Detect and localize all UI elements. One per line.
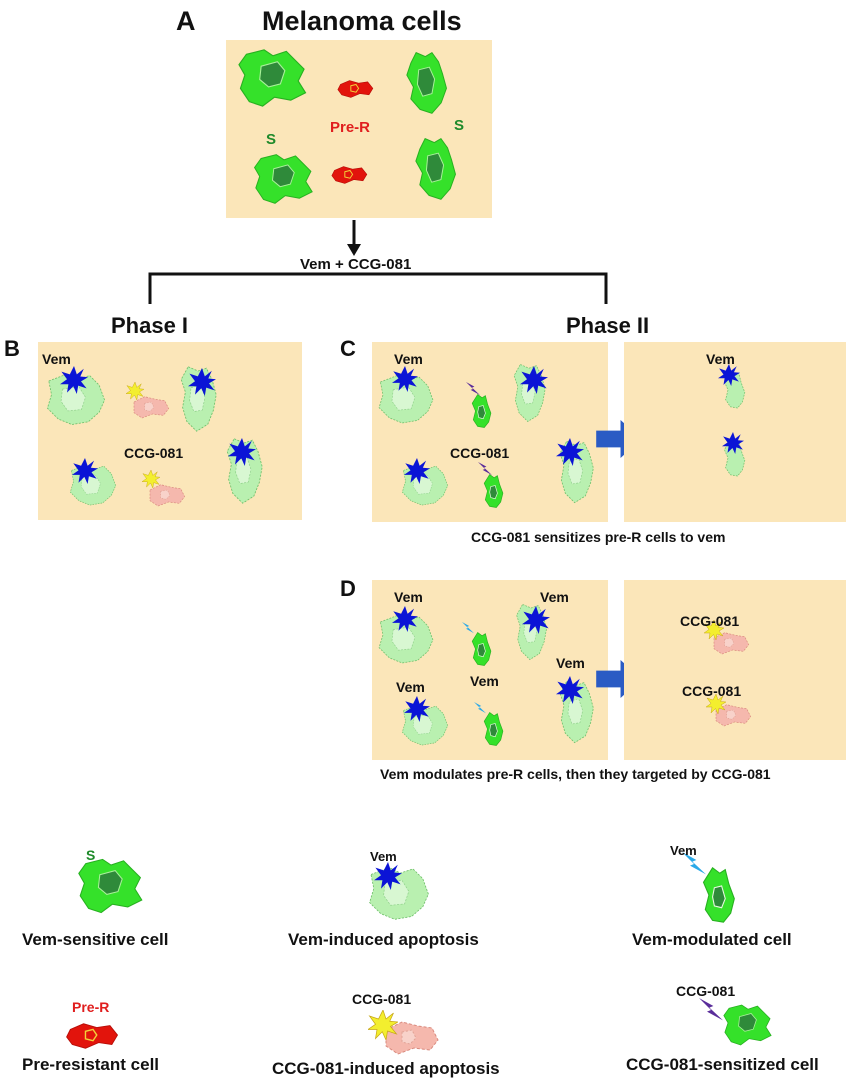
legend-icon-label: Vem xyxy=(670,843,697,858)
vem-burst-icon xyxy=(228,438,256,466)
vem-burst-icon xyxy=(72,458,98,484)
ccg-burst-icon xyxy=(126,382,144,400)
vem-burst-icon xyxy=(718,364,740,386)
panel-c-caption: CCG-081 sensitizes pre-R cells to vem xyxy=(471,529,726,545)
sensitive-cell xyxy=(402,50,450,116)
vem-burst-icon xyxy=(188,368,216,396)
sensitive-cell xyxy=(252,152,316,206)
panel-c-result-box: Vem xyxy=(624,342,846,522)
modulated-cell xyxy=(482,710,504,748)
ccg-bolt-icon xyxy=(466,382,480,396)
vem-burst-icon xyxy=(722,432,744,454)
label-pre-r: Pre-R xyxy=(330,119,371,136)
vem-label: Vem xyxy=(706,351,735,367)
panel-d-result-box: CCG-081 CCG-081 xyxy=(624,580,846,760)
legend-caption: CCG-081-induced apoptosis xyxy=(272,1059,500,1078)
branch-bracket xyxy=(148,272,608,304)
pre-resistant-cell xyxy=(336,78,376,100)
vem-burst-icon xyxy=(392,606,418,632)
panel-d-letter: D xyxy=(340,576,356,601)
label-s: S xyxy=(266,131,277,148)
ccg-label: CCG-081 xyxy=(124,445,184,461)
legend-caption: Pre-resistant cell xyxy=(22,1055,160,1074)
vem-label: Vem xyxy=(42,351,71,367)
sensitized-cell xyxy=(470,392,492,430)
down-arrow-icon xyxy=(347,220,361,256)
legend-icon-label: CCG-081 xyxy=(352,991,412,1007)
ccg-label: CCG-081 xyxy=(450,445,510,461)
vem-burst-icon xyxy=(556,438,584,466)
phase-two-title: Phase II xyxy=(566,313,650,338)
vem-burst-icon xyxy=(556,676,584,704)
modulated-cell xyxy=(470,630,492,668)
legend-pre-resistant-icon xyxy=(64,1020,122,1052)
vem-burst-icon xyxy=(60,366,88,394)
vem-burst-icon xyxy=(392,366,418,392)
sensitive-cell xyxy=(408,136,462,202)
treatment-label: Vem + CCG-081 xyxy=(300,256,412,273)
vem-burst-icon xyxy=(404,696,430,722)
ccg-label: CCG-081 xyxy=(680,613,740,629)
label-s: S xyxy=(454,117,465,134)
vem-label: Vem xyxy=(540,589,569,605)
panel-c-letter: C xyxy=(340,336,356,361)
legend-icon-label: CCG-081 xyxy=(676,983,736,999)
panel-a-box: S S Pre-R xyxy=(226,40,492,218)
vem-burst-icon xyxy=(374,862,402,890)
legend-sensitized-cell-icon xyxy=(720,1004,776,1046)
sensitized-cell xyxy=(482,472,504,510)
legend-sensitive-cell-icon xyxy=(76,858,146,914)
panel-b-letter: B xyxy=(4,336,20,361)
phase-one-title: Phase I xyxy=(111,313,189,338)
panel-a-letter: A xyxy=(176,6,196,36)
ccg-bolt-icon xyxy=(696,998,726,1022)
legend-caption: Vem-induced apoptosis xyxy=(288,930,479,949)
vem-burst-icon xyxy=(522,606,550,634)
panel-d-caption: Vem modulates pre-R cells, then they tar… xyxy=(380,766,771,782)
sensitive-cell xyxy=(236,48,310,108)
ccg-burst-icon xyxy=(368,1010,398,1040)
vem-bolt-icon xyxy=(462,622,474,634)
panel-c-box: Vem CCG-081 xyxy=(372,342,608,522)
pre-resistant-cell xyxy=(330,164,370,186)
legend-caption: Vem-modulated cell xyxy=(632,930,792,949)
panel-d-box: Vem Vem Vem Vem Vem xyxy=(372,580,608,760)
vem-label: Vem xyxy=(396,679,425,695)
vem-burst-icon xyxy=(520,366,548,394)
ccg-bolt-icon xyxy=(478,462,492,476)
legend-icon-label: Pre-R xyxy=(72,999,110,1015)
legend-icon-label: Vem xyxy=(370,849,397,864)
vem-label: Vem xyxy=(394,589,423,605)
panel-b-box: Vem CCG-081 xyxy=(38,342,302,520)
vem-label: Vem xyxy=(556,655,585,671)
ccg-burst-icon xyxy=(142,470,160,488)
vem-label: Vem xyxy=(470,673,499,689)
vem-bolt-icon xyxy=(474,702,486,714)
vem-burst-icon xyxy=(404,458,430,484)
legend-caption: Vem-sensitive cell xyxy=(22,930,169,949)
panel-a-title: Melanoma cells xyxy=(262,6,462,36)
vem-label: Vem xyxy=(394,351,423,367)
legend-caption: CCG-081-sensitized cell xyxy=(626,1055,819,1074)
legend-icon-label: S xyxy=(86,847,96,863)
ccg-label: CCG-081 xyxy=(682,683,742,699)
